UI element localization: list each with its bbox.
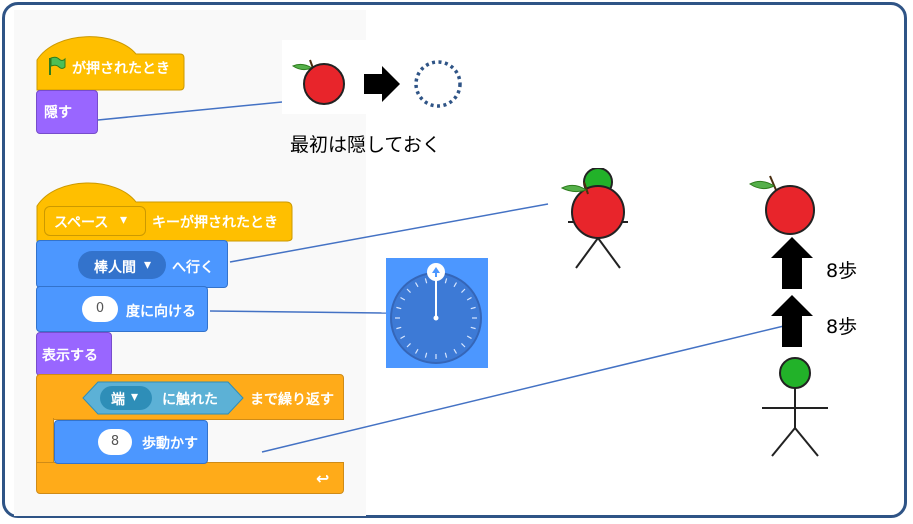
hide-block[interactable]	[36, 90, 98, 134]
goto-target-dropdown[interactable]	[78, 251, 166, 279]
green-flag-icon	[46, 56, 66, 80]
key-dropdown[interactable]	[44, 206, 146, 236]
dial-tick	[466, 335, 472, 340]
show-block[interactable]	[36, 332, 112, 376]
dial-tick	[444, 352, 448, 358]
dial-tick	[466, 296, 472, 301]
stick-figure-icon	[762, 357, 828, 457]
apple-on-stick-figure-icon	[560, 168, 628, 269]
dial-tick	[461, 288, 466, 293]
dial-tick	[470, 326, 476, 330]
repeat-until-arm	[36, 418, 54, 466]
goto-label: へ行く	[172, 260, 214, 276]
dial-tick	[406, 343, 411, 348]
key-dropdown-value: スペース	[54, 215, 109, 231]
point-direction-block[interactable]	[36, 286, 208, 332]
dial-tick	[453, 282, 458, 288]
touching-target-value: 端	[111, 392, 125, 408]
direction-dial-icon	[386, 258, 488, 368]
dial-tick	[400, 296, 406, 301]
dial-tick	[400, 335, 406, 340]
chevron-down-icon: ▾	[144, 257, 152, 273]
dial-tick	[453, 348, 458, 354]
dial-tick	[396, 306, 402, 310]
touching-label: に触れた	[162, 392, 218, 408]
flag-hat-block-shape[interactable]	[36, 30, 186, 92]
hide-block-label: 隠す	[44, 105, 72, 121]
chevron-down-icon: ▾	[120, 212, 128, 228]
hide-caption: 最初は隠しておく	[290, 134, 441, 156]
step-label-top: 8歩	[826, 260, 858, 282]
key-hat-label: キーが押されたとき	[152, 215, 278, 231]
dial-tick	[424, 352, 428, 358]
direction-input[interactable]: 0	[82, 296, 118, 322]
step-label-bottom: 8歩	[826, 316, 858, 338]
flag-hat-label: が押されたとき	[72, 61, 170, 77]
arrow-up-icon	[771, 237, 813, 289]
point-direction-label: 度に向ける	[126, 304, 196, 320]
arrow-up-icon	[771, 295, 813, 347]
dial-tick	[470, 306, 476, 310]
repeat-until-label: まで繰り返す	[250, 392, 334, 408]
dial-tick	[414, 348, 419, 354]
chevron-down-icon: ▾	[131, 389, 139, 405]
dial-tick	[424, 278, 428, 284]
steps-input[interactable]: 8	[98, 429, 132, 455]
dial-tick	[406, 288, 411, 293]
dial-tick	[396, 326, 402, 330]
move-steps-label: 歩動かす	[142, 436, 198, 452]
show-block-label: 表示する	[42, 348, 98, 364]
apple-icon	[749, 175, 815, 235]
arrow-right-icon	[364, 66, 400, 102]
dial-tick	[414, 282, 419, 288]
loop-arrow-icon: ↩	[316, 469, 330, 488]
dial-tick	[444, 278, 448, 284]
goto-target-value: 棒人間	[94, 260, 136, 276]
apple-icon	[291, 59, 345, 105]
hidden-sprite-icon	[414, 60, 462, 108]
dial-tick	[461, 343, 466, 348]
touching-target-dropdown[interactable]	[100, 386, 152, 410]
